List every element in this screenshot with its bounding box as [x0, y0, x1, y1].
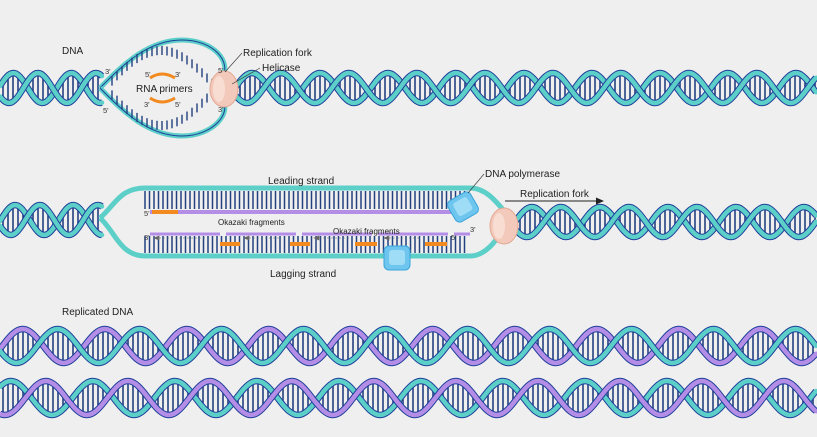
lagging-base-ticks — [144, 236, 466, 253]
end-label: 3' — [144, 100, 150, 109]
strand — [0, 378, 817, 418]
replication-bubble — [98, 37, 239, 139]
replicated-dna-label: Replicated DNA — [62, 307, 133, 318]
strand — [509, 204, 817, 240]
rna-primer-bottom — [149, 96, 176, 104]
strand — [0, 202, 105, 238]
polymerase-callout-line — [467, 173, 485, 194]
end-label: 5' — [144, 209, 150, 218]
okazaki-label-2: Okazaki fragments — [333, 227, 400, 236]
rna-primers-label: RNA primers — [136, 84, 193, 95]
middle-replication-section: Leading strand Lagging strand DNA polyme… — [0, 169, 817, 280]
end-label: 5' — [451, 233, 457, 242]
bubble-base-ticks — [111, 46, 218, 130]
strand — [0, 326, 817, 366]
end-label: 3' — [218, 105, 224, 114]
parent-helix-right — [229, 69, 817, 107]
replication-fork-label-top: Replication fork — [243, 48, 313, 59]
leading-base-ticks — [144, 191, 466, 209]
replication-fork-label-mid: Replication fork — [520, 189, 590, 200]
dna-polymerase-label: DNA polymerase — [485, 169, 560, 180]
helicase-callout-line — [231, 67, 261, 85]
lagging-rna-primer — [425, 242, 447, 246]
end-label: 3' — [175, 70, 181, 79]
end-label: 3' — [470, 225, 476, 234]
okazaki-arrows — [153, 235, 420, 241]
end-label: 5' — [103, 106, 109, 115]
strand — [0, 70, 105, 106]
strand — [0, 378, 817, 418]
strand — [509, 204, 817, 240]
rna-primer-top — [149, 72, 176, 80]
end-label: 3' — [144, 233, 150, 242]
leading-rna-primer — [152, 210, 178, 214]
end-label: 5' — [218, 66, 224, 75]
helicase-label: Helicase — [262, 63, 301, 74]
direction-arrow-icon — [505, 197, 604, 205]
end-label: 3' — [105, 67, 111, 76]
fork-callout-line — [224, 52, 243, 73]
replicated-helix-1 — [0, 325, 817, 367]
lagging-rna-primer — [290, 242, 310, 246]
top-dna-section: DNA RNA primers Replication fork Helicas… — [0, 37, 817, 139]
parent-strand-bottom — [98, 216, 508, 259]
replicated-dna-section: Replicated DNA — [0, 307, 817, 419]
dna-label: DNA — [62, 46, 83, 57]
parent-helix-right-mid — [509, 203, 817, 241]
replicated-helix-2 — [0, 377, 817, 419]
lagging-rna-primer — [220, 242, 240, 246]
helicase-enzyme-icon — [489, 207, 519, 245]
end-label: 5' — [175, 100, 181, 109]
lagging-rna-primer — [355, 242, 377, 246]
parent-helix-left-mid — [0, 201, 105, 239]
end-label: 5' — [145, 70, 151, 79]
dna-polymerase-icon — [383, 245, 411, 271]
okazaki-label-1: Okazaki fragments — [218, 218, 285, 227]
helicase-enzyme-icon — [209, 70, 239, 108]
strand — [229, 70, 817, 106]
parent-helix-left — [0, 69, 105, 107]
dna-polymerase-icon — [447, 191, 479, 223]
lagging-strand-label: Lagging strand — [270, 269, 336, 280]
parent-strand-top — [98, 185, 507, 220]
leading-strand-label: Leading strand — [268, 176, 334, 187]
strand — [229, 70, 817, 106]
